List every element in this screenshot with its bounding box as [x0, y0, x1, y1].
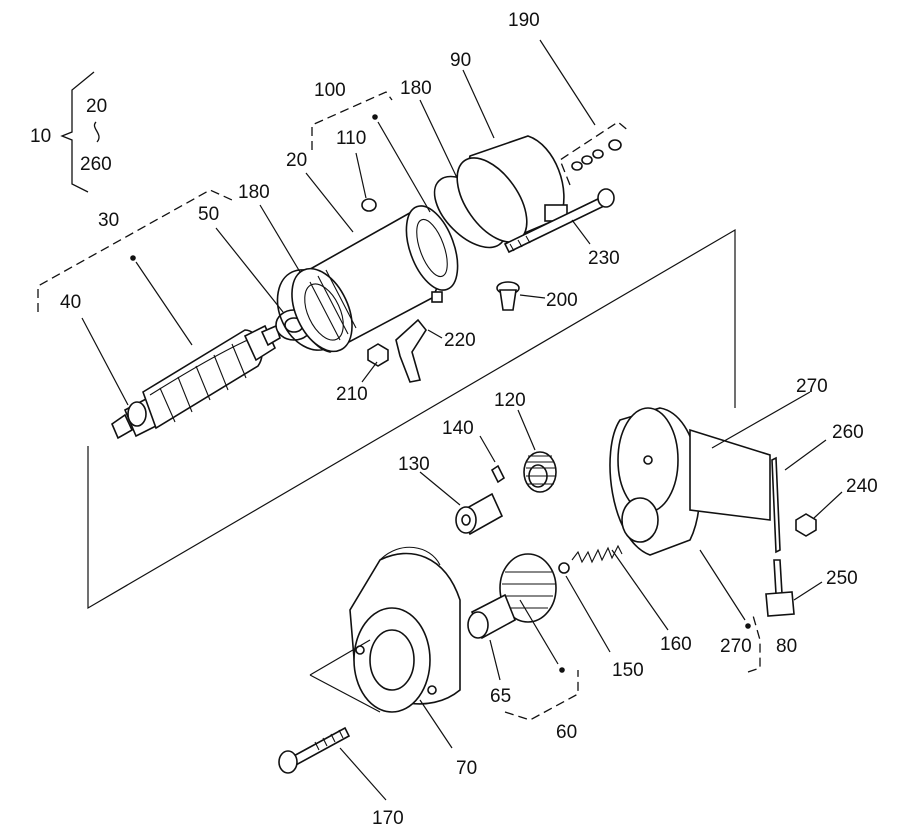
pinion-clutch: [467, 553, 557, 640]
label-30: 30: [98, 210, 119, 231]
group-outline: [87, 228, 736, 610]
label-60: 60: [556, 722, 577, 743]
label-270-bottom: 270: [720, 636, 752, 657]
brush-holder: [405, 205, 459, 303]
label-20: 20: [286, 150, 307, 171]
washers-190: [571, 139, 622, 171]
armature: [111, 324, 281, 440]
label-230: 230: [588, 248, 620, 269]
pin-140: [490, 464, 506, 484]
lever-220: [395, 318, 427, 383]
magnetic-switch: [609, 407, 771, 556]
bolt-170: [278, 726, 351, 774]
label-120: 120: [494, 390, 526, 411]
label-90: 90: [450, 50, 471, 71]
label-270-top: 270: [796, 376, 828, 397]
label-210: 210: [336, 384, 368, 405]
label-180-left: 180: [238, 182, 270, 203]
label-130: 130: [398, 454, 430, 475]
label-250: 250: [826, 568, 858, 589]
ball-150: [558, 562, 570, 574]
label-240: 240: [846, 476, 878, 497]
label-180-right: 180: [400, 78, 432, 99]
bracket-80: [747, 611, 761, 673]
label-160: 160: [660, 634, 692, 655]
label-100: 100: [314, 80, 346, 101]
label-20-top: 20: [86, 96, 107, 117]
label-170: 170: [372, 808, 404, 829]
label-260-top: 260: [80, 154, 112, 175]
bracket-60: [504, 670, 579, 721]
label-200: 200: [546, 290, 578, 311]
end-cover: [456, 135, 568, 243]
gear-120: [523, 451, 557, 493]
screw-200: [496, 281, 520, 311]
label-80: 80: [776, 636, 797, 657]
switch-rod: [771, 456, 781, 554]
nut-240: [795, 513, 817, 537]
label-140: 140: [442, 418, 474, 439]
nut-110: [361, 198, 377, 212]
label-110: 110: [336, 128, 366, 149]
retainer-130: [455, 492, 504, 536]
spring-160: [571, 544, 623, 564]
bracket-190: [559, 121, 631, 186]
label-150: 150: [612, 660, 644, 681]
through-bolt: [503, 188, 615, 254]
label-65: 65: [490, 686, 511, 707]
label-40: 40: [60, 292, 81, 313]
tilde-mark: [93, 121, 100, 143]
label-10: 10: [30, 126, 51, 147]
terminal-250: [765, 559, 795, 617]
label-50: 50: [198, 204, 219, 225]
front-housing: [349, 546, 461, 713]
yoke: [291, 209, 442, 353]
label-220: 220: [444, 330, 476, 351]
nut-210: [367, 343, 389, 367]
label-260: 260: [832, 422, 864, 443]
brace-10: [60, 71, 95, 193]
label-190: 190: [508, 10, 540, 31]
label-70: 70: [456, 758, 477, 779]
